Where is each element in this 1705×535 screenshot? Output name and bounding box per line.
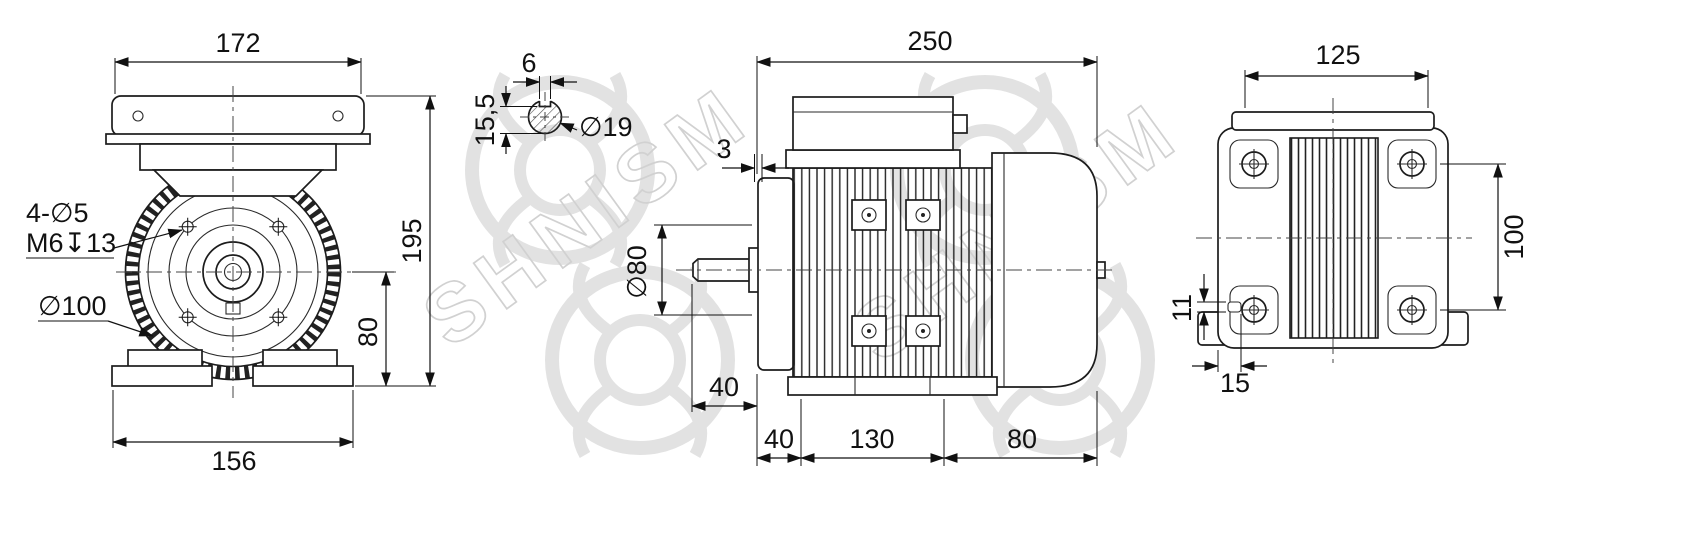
terminal-box-side [792, 96, 954, 151]
rear-motor-body [1196, 98, 1472, 368]
dim-front-width: 172 [215, 28, 260, 58]
rear-fins [1289, 137, 1379, 339]
dim-key-width: 6 [521, 48, 536, 78]
dim-side-length: 250 [907, 26, 952, 56]
dim-side-diameter: ∅80 [622, 245, 652, 299]
terminal-box-lid [111, 95, 365, 137]
dim-side-shaft-length: 40 [709, 372, 739, 402]
dim-rear-slot-offset: 15 [1220, 368, 1250, 398]
label-shaft-diameter: ∅19 [579, 112, 633, 142]
label-front-pilot: ∅100 [38, 291, 107, 321]
dim-side-rear-length: 80 [1007, 424, 1037, 454]
rear-dimensions: 125 100 11 15 [1167, 40, 1529, 398]
side-dimensions: 250 3 ∅80 40 40 130 80 [622, 26, 1098, 466]
shaft-section-dimensions: 6 15,5 ∅19 [470, 48, 633, 154]
dim-side-gap: 3 [716, 134, 731, 164]
front-endshield [757, 177, 795, 371]
dim-key-height: 15,5 [470, 94, 500, 147]
dim-side-foot-span: 130 [849, 424, 894, 454]
side-view: 250 3 ∅80 40 40 130 80 [622, 26, 1112, 466]
label-front-holes: 4-∅5 [26, 198, 89, 228]
dim-front-foot-width: 156 [211, 446, 256, 476]
dim-front-height: 195 [397, 218, 427, 263]
dim-rear-slot-height: 11 [1167, 294, 1197, 322]
label-front-thread: M6↧13 [26, 228, 116, 258]
dim-side-foot-offset: 40 [764, 424, 794, 454]
front-left-foot [111, 365, 213, 387]
side-feet [787, 376, 998, 396]
dim-front-center-height: 80 [353, 317, 383, 347]
front-motor-body [105, 86, 396, 398]
front-dimensions: 172 195 80 156 4-∅5 M6↧13 ∅100 [26, 28, 436, 476]
front-view: 172 195 80 156 4-∅5 M6↧13 ∅100 [26, 28, 436, 476]
cable-gland [952, 114, 968, 134]
front-right-foot [252, 365, 354, 387]
rear-view: 125 100 11 15 [1167, 40, 1529, 398]
shaft-key-section: 6 15,5 ∅19 [470, 48, 633, 154]
finned-frame [792, 167, 993, 378]
dim-rear-width: 125 [1315, 40, 1360, 70]
foot-slot [1227, 301, 1242, 313]
dim-rear-hole-span: 100 [1499, 214, 1529, 259]
side-motor-body [676, 96, 1112, 396]
